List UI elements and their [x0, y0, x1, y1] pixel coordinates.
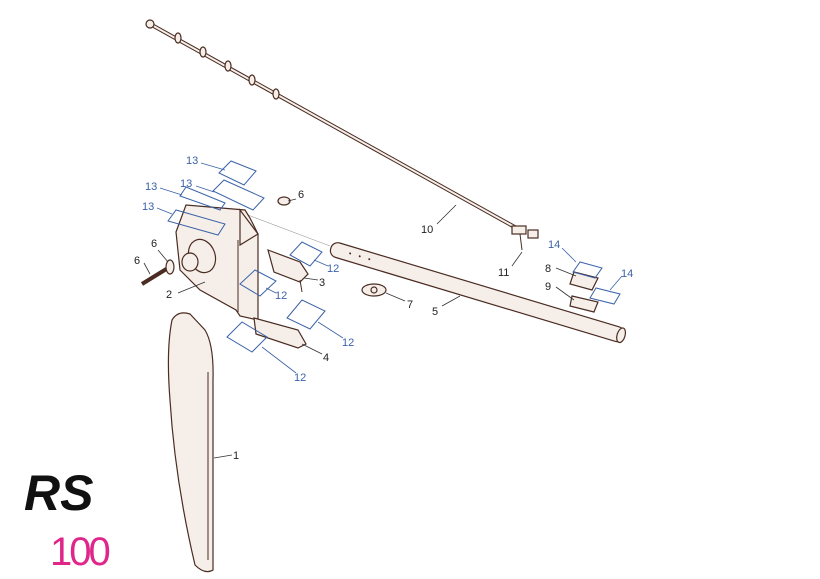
leader-lines [143, 162, 623, 459]
callout-12: 12 [327, 263, 339, 275]
tiller [329, 242, 627, 344]
callout-13: 13 [180, 178, 192, 190]
logo-brand: RS [24, 465, 93, 521]
callout-1: 1 [233, 450, 239, 462]
callout-9: 9 [545, 281, 551, 293]
callout-6: 6 [151, 238, 157, 250]
callout-boxes [167, 160, 621, 353]
callout-12: 12 [294, 372, 306, 384]
callout-13: 13 [142, 201, 154, 213]
upper-pintle [267, 249, 309, 293]
rudder-blade [167, 312, 214, 573]
callout-3: 3 [319, 277, 325, 289]
fairlead [361, 283, 387, 297]
callout-13: 13 [186, 155, 198, 167]
callout-6: 6 [134, 255, 140, 267]
extension-fitting [511, 225, 539, 251]
callout-11: 11 [498, 267, 509, 279]
rs100-logo: RS 100 [24, 465, 112, 574]
callout-4: 4 [323, 352, 329, 364]
callout-12: 12 [342, 337, 354, 349]
tiller-extension [145, 19, 521, 232]
callout-14: 14 [621, 268, 633, 280]
callout-14: 14 [548, 239, 560, 251]
callout-12: 12 [275, 290, 287, 302]
callout-2: 2 [166, 289, 172, 301]
lower-pintle [253, 317, 307, 349]
callout-13: 13 [145, 181, 157, 193]
callout-7: 7 [407, 299, 413, 311]
logo-model: 100 [50, 530, 109, 574]
callout-5: 5 [432, 306, 438, 318]
callout-10: 10 [421, 224, 433, 236]
callout-8: 8 [545, 263, 551, 275]
bolt-6 [140, 196, 291, 286]
callout-6: 6 [298, 189, 304, 201]
rudder-stock [175, 204, 259, 321]
